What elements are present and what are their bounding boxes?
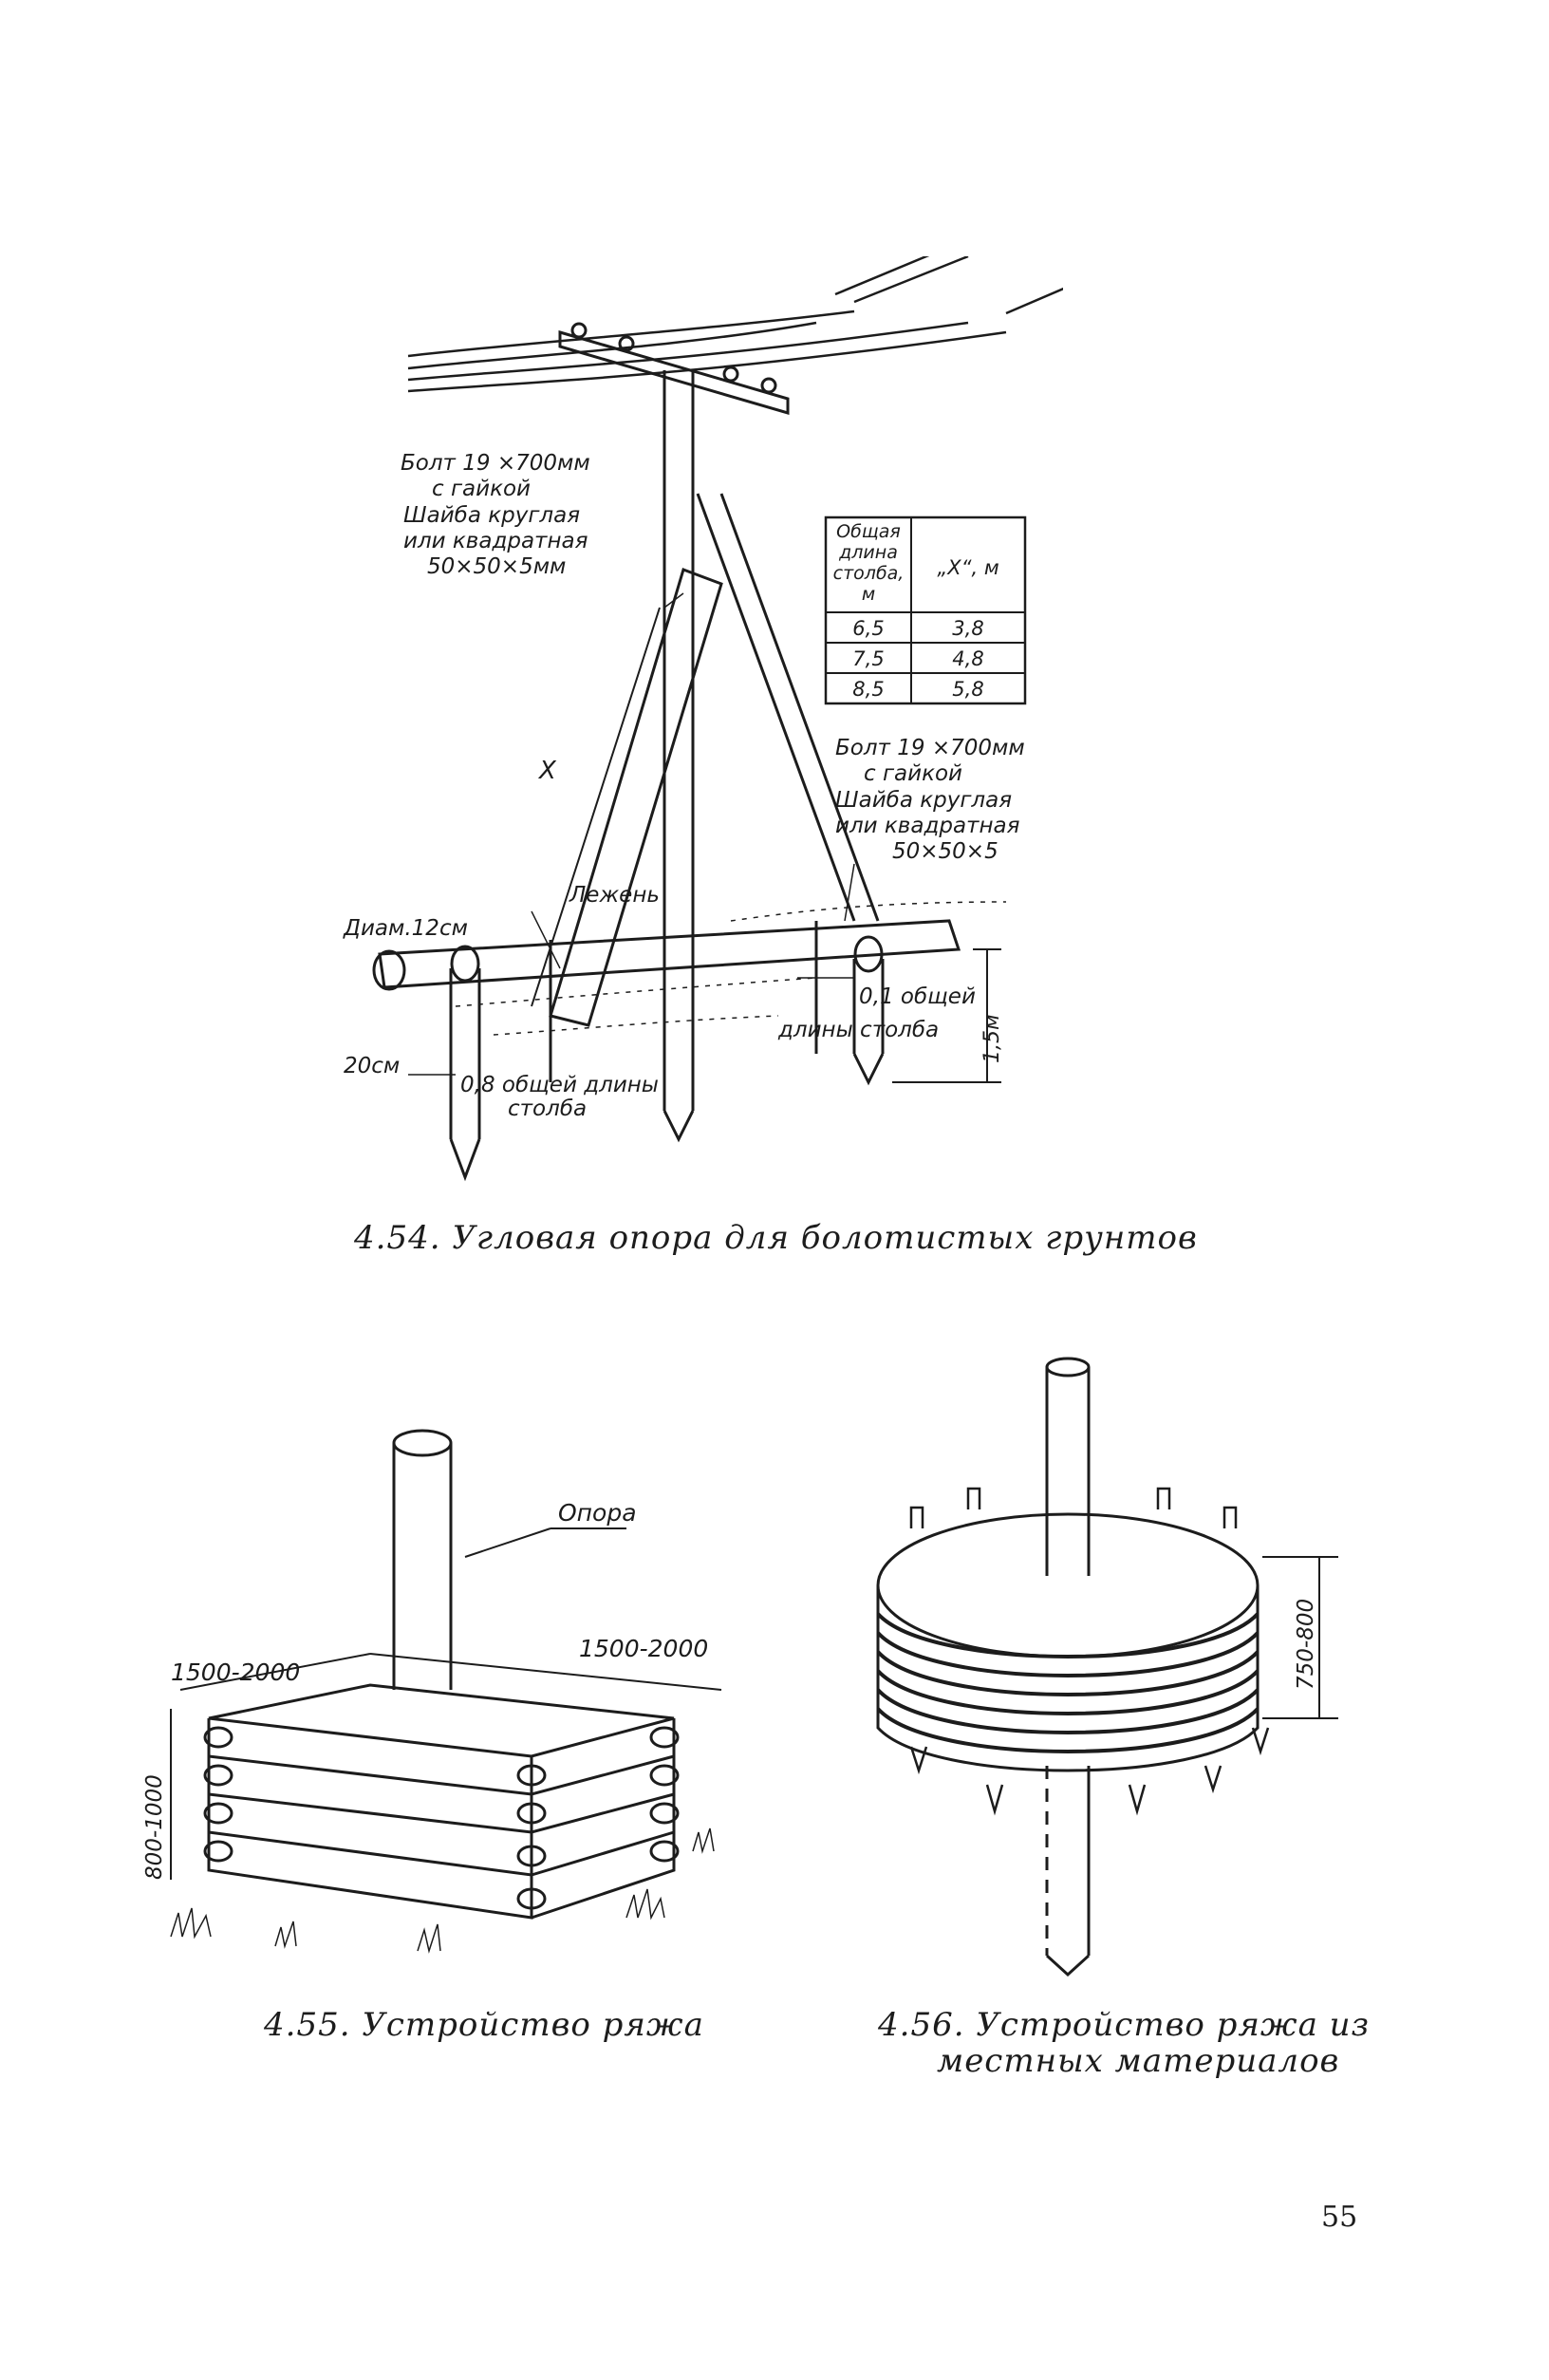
opora-pointer bbox=[464, 1527, 626, 1558]
label-washer-right-type: или квадратная bbox=[835, 814, 1020, 838]
label-washer-top: Шайба круглая bbox=[403, 503, 580, 528]
label-lezhen: Лежень bbox=[569, 883, 660, 908]
page-number: 55 bbox=[1321, 2201, 1358, 2234]
main-pole bbox=[663, 370, 695, 1143]
dimension-lines bbox=[170, 1653, 722, 1880]
label-dim-01: 0,1 общей bbox=[859, 984, 976, 1009]
pole bbox=[392, 1429, 453, 1690]
struts bbox=[549, 493, 880, 1027]
grass bbox=[170, 1827, 715, 1954]
label-washer-right-size: 50×50×5 bbox=[892, 839, 998, 864]
length-table: Общая длина столба, м „X“, м 6,5 3,8 7,5… bbox=[824, 515, 1027, 705]
pole bbox=[1045, 1357, 1091, 1977]
figure-4-55: Опора 1500-2000 1500-2000 800-1000 bbox=[133, 1405, 816, 1975]
label-bolt-top-nut: с гайкой bbox=[432, 477, 531, 501]
label-washer-top-type: или квадратная bbox=[403, 529, 588, 553]
figure-4-55-drawing: Опора 1500-2000 1500-2000 800-1000 bbox=[142, 1429, 722, 1954]
label-dim-right: 1500-2000 bbox=[579, 1635, 708, 1662]
wires bbox=[407, 256, 1063, 393]
caption-4-55: 4.55. Устройство ряжа bbox=[264, 2006, 704, 2044]
label-dim-height: 750-800 bbox=[1294, 1599, 1318, 1690]
stakes bbox=[909, 1487, 1270, 1816]
ground-hatching bbox=[455, 901, 1007, 1036]
label-dim-20: 20см bbox=[344, 1054, 400, 1078]
figure-4-54-drawing: Общая длина столба, м „X“, м 6,5 3,8 7,5… bbox=[343, 256, 1063, 1182]
piles bbox=[449, 959, 885, 1182]
sill-log bbox=[372, 919, 961, 1082]
caption-4-56-line-1: 4.56. Устройство ряжа из bbox=[878, 2006, 1371, 2044]
label-washer-top-size: 50×50×5мм bbox=[427, 554, 566, 579]
figure-4-56-drawing: 750-800 bbox=[876, 1357, 1338, 1977]
crib-box bbox=[203, 1683, 680, 1920]
label-dim-left: 1500-2000 bbox=[171, 1659, 300, 1686]
wicker-basket bbox=[876, 1512, 1260, 1772]
figure-4-54: Общая длина столба, м „X“, м 6,5 3,8 7,5… bbox=[285, 256, 1063, 1206]
table-header-1: Общая bbox=[836, 521, 901, 542]
label-dim-08: 0,8 общей длины bbox=[460, 1073, 659, 1097]
table-header-2: длина bbox=[838, 542, 898, 563]
crossarm bbox=[558, 322, 790, 415]
table-cell: 7,5 bbox=[852, 647, 884, 670]
table-header-3: столба, bbox=[833, 563, 905, 584]
label-opora: Опора bbox=[558, 1499, 637, 1527]
label-diameter: Диам.12см bbox=[343, 916, 468, 941]
table-cell: 4,8 bbox=[952, 647, 983, 670]
table-cell: 3,8 bbox=[952, 617, 983, 640]
label-washer-right: Шайба круглая bbox=[835, 788, 1012, 813]
height-dimension bbox=[892, 948, 1001, 1083]
table-header-x: „X“, м bbox=[937, 556, 998, 579]
label-dim-01-pole: длины столба bbox=[777, 1018, 939, 1042]
table-cell: 8,5 bbox=[852, 678, 884, 701]
figure-4-56: 750-800 bbox=[854, 1348, 1386, 1994]
label-bolt-top: Болт 19 ×700мм bbox=[401, 451, 590, 476]
table-header-4: м bbox=[862, 584, 875, 605]
label-dim-15: 1,5м bbox=[980, 1014, 1004, 1063]
label-dim-08-pole: столба bbox=[508, 1096, 587, 1121]
leader-lines bbox=[408, 592, 855, 1076]
label-bolt-right-nut: с гайкой bbox=[864, 761, 962, 786]
caption-4-56-line-2: местных материалов bbox=[937, 2042, 1340, 2080]
label-bolt-right: Болт 19 ×700мм bbox=[835, 736, 1025, 760]
label-dim-height: 800-1000 bbox=[142, 1774, 167, 1880]
table-cell: 6,5 bbox=[852, 617, 884, 640]
label-x: X bbox=[537, 757, 557, 785]
table-cell: 5,8 bbox=[952, 678, 983, 701]
x-dimension bbox=[531, 607, 661, 1007]
caption-4-54: 4.54. Угловая опора для болотистых грунт… bbox=[354, 1219, 1198, 1257]
dimension-lines bbox=[1262, 1556, 1338, 1719]
